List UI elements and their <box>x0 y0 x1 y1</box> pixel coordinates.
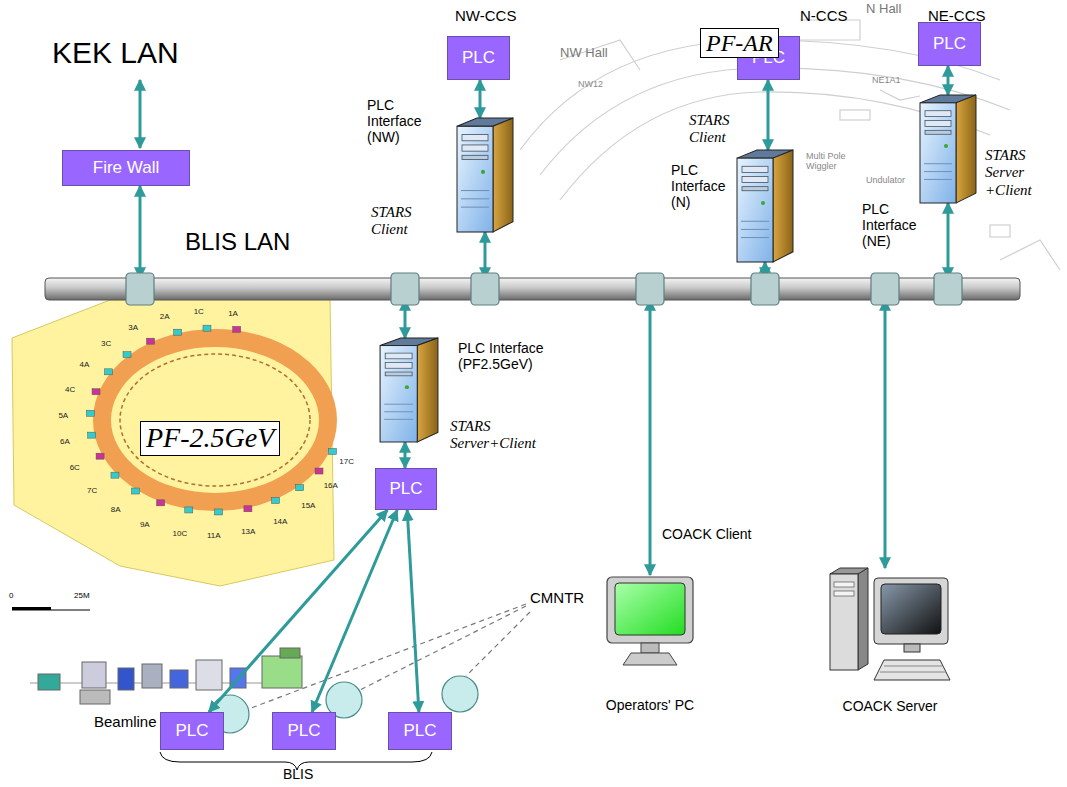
beamline-number: 7C <box>87 487 97 496</box>
beamline-number: 3A <box>128 324 138 333</box>
lan-bus-cable <box>45 278 1020 300</box>
software-role: STARS Client <box>371 204 431 239</box>
computer-label: PLC Interface (NW) <box>367 97 439 145</box>
callout-label: CMNTR <box>530 590 584 607</box>
operator-pc: Operators' PC <box>605 575 695 667</box>
plc-label: PLC <box>287 721 320 741</box>
computer-tower-icon <box>918 95 978 203</box>
computer-label: PLC Interface (NE) <box>862 201 917 249</box>
server-workstation-icon <box>828 568 953 683</box>
plc-label: PLC <box>175 721 208 741</box>
network-name: KEK LAN <box>52 36 179 69</box>
scale-text: 0 <box>9 592 13 601</box>
connector-label: COACK Client <box>660 526 753 542</box>
beamline-number: 4C <box>65 386 75 395</box>
interface-computer: PLC Interface (PF2.5GeV)STARS Server+Cli… <box>378 338 440 442</box>
connector-arrow <box>404 300 407 338</box>
beamline-number: 16A <box>324 482 338 491</box>
map-text: Undulator <box>866 176 905 186</box>
beamline-number: 2A <box>160 313 170 322</box>
computer-label: PLC Interface (N) <box>671 162 729 210</box>
map-text: NW Hall <box>560 46 608 60</box>
computer-tower-icon <box>735 150 795 262</box>
plc-box: PLC <box>388 712 452 750</box>
computer-label: COACK Server <box>825 698 955 714</box>
coack-server: COACK Server <box>828 568 953 683</box>
monitor-icon <box>605 575 695 667</box>
plc-label: PLC <box>462 48 495 68</box>
interface-computer: PLC Interface (NE)STARS Server +Client <box>918 95 978 203</box>
map-text: N Hall <box>866 2 901 16</box>
interface-computer: PLC Interface (NW)STARS Client <box>455 118 515 232</box>
connector-arrow <box>407 510 419 712</box>
ring-name: PF-2.5GeV <box>140 421 280 456</box>
beamline-number: 1A <box>228 310 238 319</box>
plc-box: PLC <box>272 712 336 750</box>
software-role: STARS Server +Client <box>985 147 1037 199</box>
beamline-number: 8A <box>111 506 121 515</box>
connector-arrow <box>767 80 770 150</box>
beamline-number: 11A <box>207 532 221 541</box>
connector-arrow <box>209 510 388 712</box>
plc-box: PLC <box>375 468 437 510</box>
map-text: NE1A1 <box>872 76 901 86</box>
map-text: Multi Pole Wiggler <box>806 152 854 172</box>
plc-box: PLC <box>447 36 510 80</box>
network-name: BLIS LAN <box>185 228 385 256</box>
beamline-number: 10C <box>173 530 188 539</box>
area-name: NW-CCS <box>455 8 516 25</box>
beamline-number: 6A <box>60 438 70 447</box>
plc-label: Fire Wall <box>93 158 159 178</box>
connector-arrow <box>479 80 482 118</box>
connector-arrow <box>139 186 142 278</box>
part-name: Beamline <box>94 714 157 731</box>
plc-box: PLC <box>160 712 224 750</box>
beamline-number: 6C <box>70 464 80 473</box>
beamline-number: 14A <box>273 518 287 527</box>
connector-arrow <box>947 66 950 95</box>
connector-arrow <box>404 442 407 468</box>
firewall-box: Fire Wall <box>62 150 190 186</box>
map-text: NW12 <box>578 80 603 90</box>
interface-computer: PLC Interface (N)STARS Client <box>735 150 795 262</box>
beamline-number: 5A <box>58 412 68 421</box>
plc-label: PLC <box>403 721 436 741</box>
connector-arrow <box>947 203 950 278</box>
connector-arrow <box>484 232 487 278</box>
beamline-number: 3C <box>101 340 111 349</box>
software-role: STARS Client <box>689 112 749 147</box>
beamline-number: 9A <box>140 521 150 530</box>
computer-tower-icon <box>378 338 440 442</box>
plc-box: PLC <box>918 22 981 66</box>
computer-label: Operators' PC <box>590 697 710 713</box>
ring-name: PF-AR <box>700 28 779 58</box>
beamline-number: 1C <box>194 308 204 317</box>
computer-label: PLC Interface (PF2.5GeV) <box>458 340 556 372</box>
area-name: N-CCS <box>800 8 848 25</box>
area-name: NE-CCS <box>928 8 986 25</box>
software-role: STARS Server+Client <box>450 418 562 453</box>
lan-bus: BLIS LAN <box>45 278 1020 300</box>
plc-label: PLC <box>389 479 422 499</box>
beamline-number: 17C <box>339 458 354 467</box>
computer-tower-icon <box>455 118 515 232</box>
beamline-number: 13A <box>241 528 255 537</box>
scale-text: 25M <box>74 592 90 601</box>
beamline-number: 15A <box>301 502 315 511</box>
connector-arrow <box>312 510 397 712</box>
plc-label: PLC <box>933 34 966 54</box>
connector-arrow <box>649 300 652 575</box>
group-name: BLIS <box>283 767 313 782</box>
beamline-number: 4A <box>79 361 89 370</box>
connector-arrow <box>884 300 887 568</box>
